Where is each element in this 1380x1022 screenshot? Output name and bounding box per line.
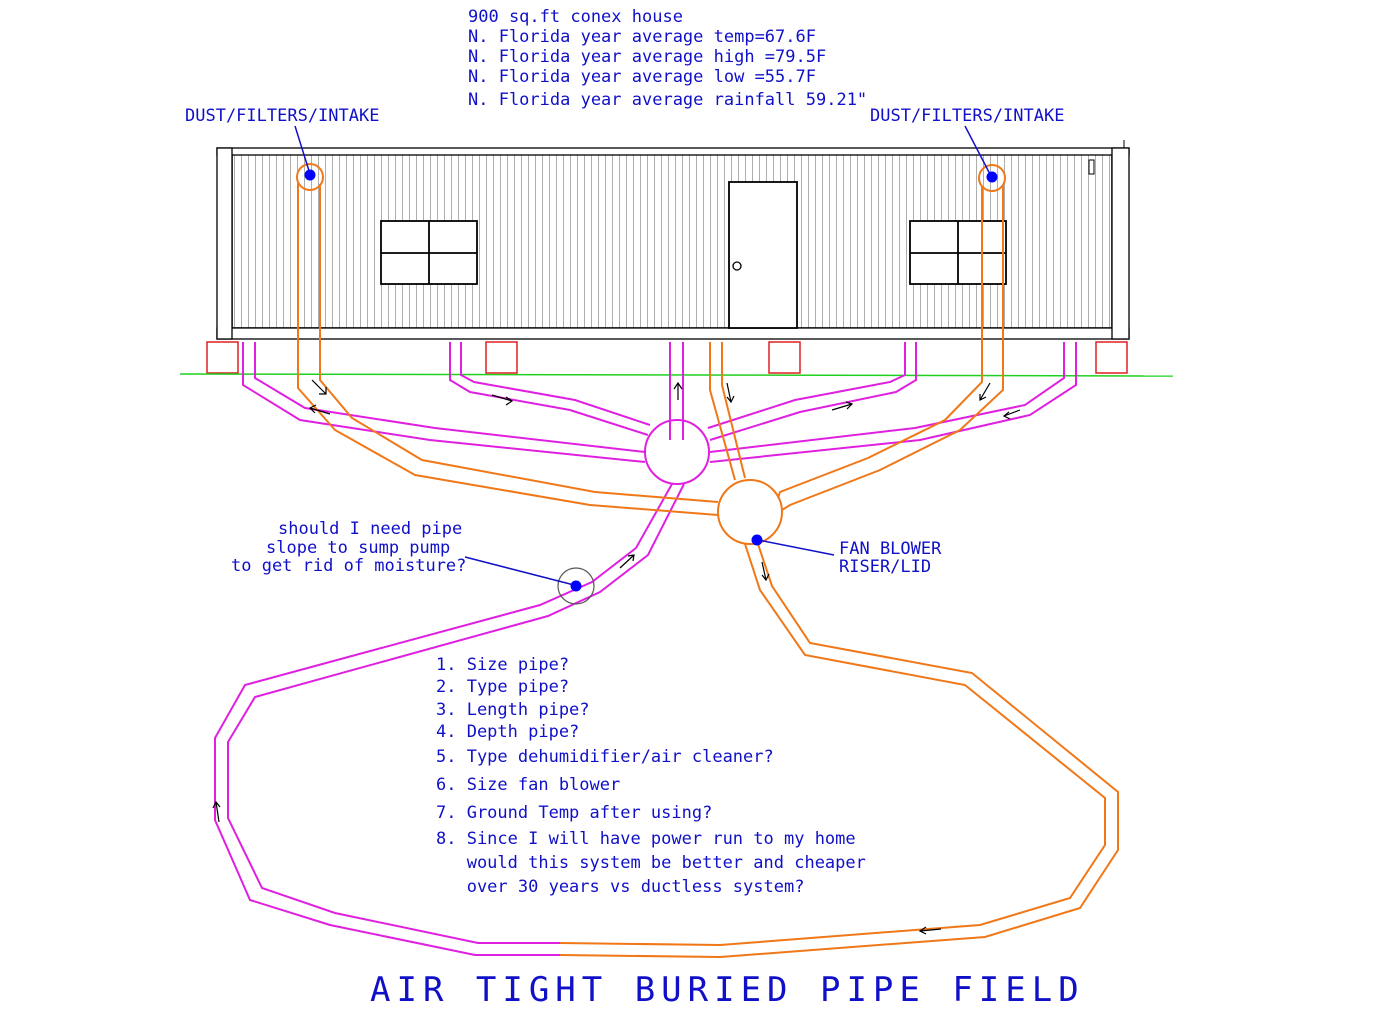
arrow-icon bbox=[918, 926, 942, 935]
door-latch bbox=[1088, 159, 1095, 175]
question-item: 2. Type pipe? bbox=[436, 677, 569, 697]
arrow-icon bbox=[761, 561, 770, 582]
piers bbox=[206, 341, 1128, 374]
header-notes: 900 sq.ft conex house N. Florida year av… bbox=[468, 7, 867, 110]
intake-ring-right bbox=[978, 164, 1006, 192]
arrow-icon bbox=[308, 404, 331, 415]
arrow-icon bbox=[1002, 409, 1021, 420]
header-line-5: N. Florida year average rainfall 59.21" bbox=[468, 90, 867, 110]
sump-question-line-1: should I need pipe bbox=[278, 519, 462, 539]
arrow-icon bbox=[311, 379, 327, 395]
pier bbox=[485, 341, 518, 374]
door-knob bbox=[732, 261, 742, 271]
corner-post-left bbox=[216, 147, 233, 340]
bottom-rail bbox=[216, 327, 1130, 340]
conex-house bbox=[216, 140, 1130, 340]
door bbox=[728, 181, 798, 329]
pier bbox=[1095, 341, 1128, 374]
question-item: 7. Ground Temp after using? bbox=[436, 803, 712, 823]
window-right bbox=[909, 220, 1007, 285]
question-item: 8. Since I will have power run to my hom… bbox=[436, 829, 856, 849]
sump-ring bbox=[557, 567, 595, 605]
return-manifold bbox=[644, 419, 710, 485]
sump-question-line-2: slope to sump pump bbox=[266, 538, 450, 558]
supply-pipes bbox=[296, 163, 1119, 959]
arrow-icon bbox=[726, 382, 735, 404]
pier bbox=[206, 341, 239, 374]
arrow-icon bbox=[831, 401, 854, 411]
sump-marker bbox=[570, 580, 582, 592]
ground-line bbox=[179, 373, 1174, 377]
intake-marker-left bbox=[304, 169, 316, 181]
pier bbox=[768, 341, 801, 374]
arrow-icon bbox=[673, 381, 683, 400]
fan-blower-riser bbox=[717, 479, 783, 545]
questions-list: 1. Size pipe? 2. Type pipe? 3. Length pi… bbox=[436, 655, 866, 897]
return-pipes bbox=[214, 342, 1077, 956]
header-line-3: N. Florida year average high =79.5F bbox=[468, 47, 826, 67]
question-item: over 30 years vs ductless system? bbox=[436, 877, 804, 897]
intake-label-right: DUST/FILTERS/INTAKE bbox=[870, 106, 1064, 126]
arrow-icon bbox=[212, 800, 221, 823]
question-item: 6. Size fan blower bbox=[436, 775, 620, 795]
header-line-1: 900 sq.ft conex house bbox=[468, 7, 683, 27]
fan-blower-label-2: RISER/LID bbox=[839, 557, 931, 577]
arrow-icon bbox=[491, 394, 514, 406]
window-left bbox=[380, 220, 478, 285]
header-line-4: N. Florida year average low =55.7F bbox=[468, 67, 816, 87]
arrow-icon bbox=[979, 382, 991, 401]
question-item: 1. Size pipe? bbox=[436, 655, 569, 675]
annotations bbox=[294, 125, 998, 605]
corner-post-right bbox=[1111, 147, 1130, 340]
header-line-2: N. Florida year average temp=67.6F bbox=[468, 27, 816, 47]
flow-arrows bbox=[212, 379, 1021, 935]
question-item: 3. Length pipe? bbox=[436, 700, 590, 720]
intake-ring-left bbox=[296, 163, 324, 191]
fan-blower-label-1: FAN BLOWER bbox=[839, 539, 942, 559]
question-item: 5. Type dehumidifier/air cleaner? bbox=[436, 747, 774, 767]
arrow-icon bbox=[619, 554, 635, 569]
sump-question-line-3: to get rid of moisture? bbox=[231, 556, 466, 576]
fan-marker bbox=[751, 534, 763, 546]
intake-marker-right bbox=[986, 171, 998, 183]
question-item: would this system be better and cheaper bbox=[436, 853, 866, 873]
diagram-title: AIR TIGHT BURIED PIPE FIELD bbox=[370, 970, 1085, 1010]
intake-label-left: DUST/FILTERS/INTAKE bbox=[185, 106, 379, 126]
top-rail bbox=[216, 147, 1130, 156]
question-item: 4. Depth pipe? bbox=[436, 722, 579, 742]
